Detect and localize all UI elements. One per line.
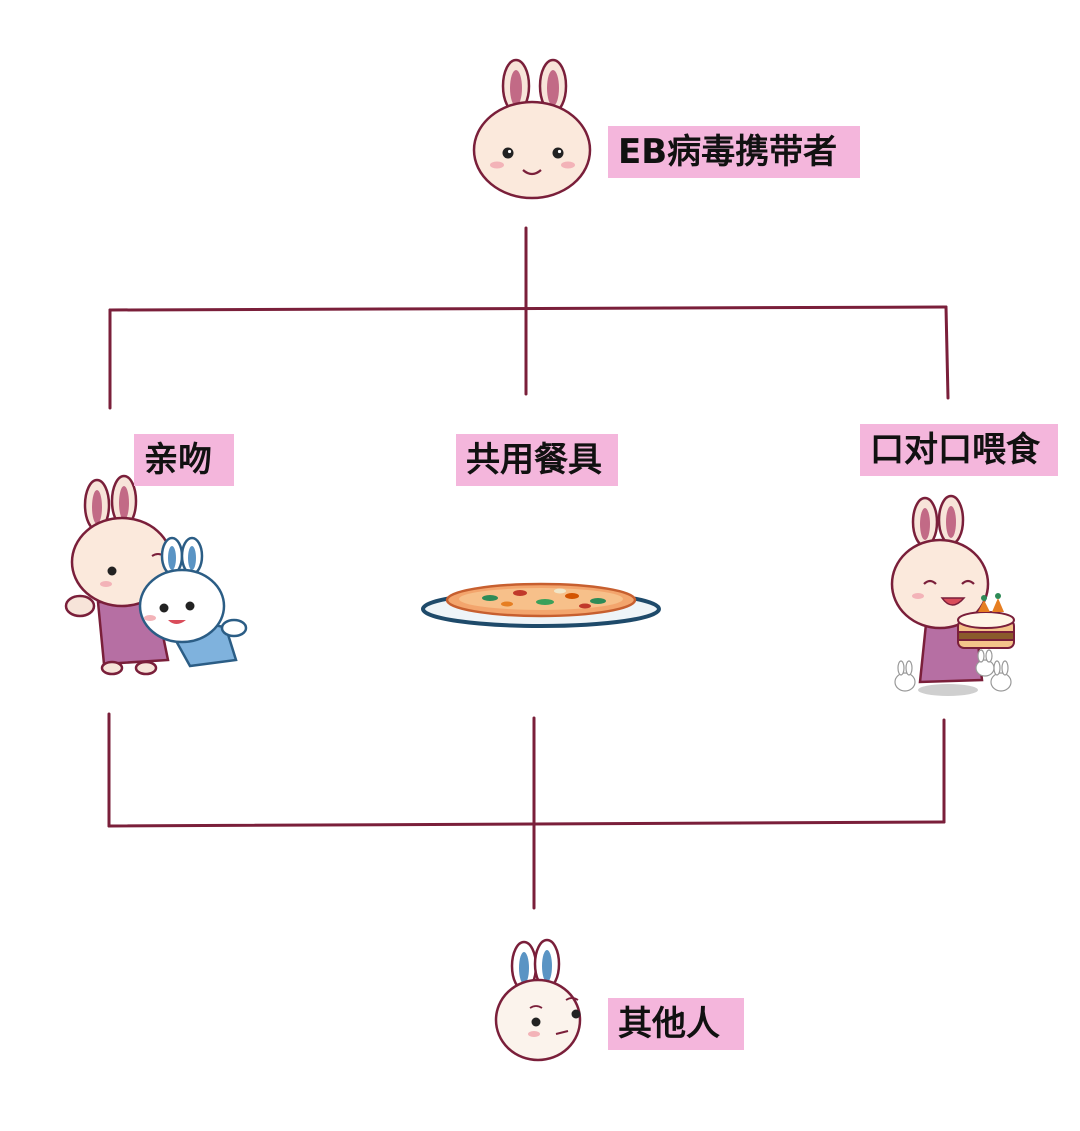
others-label: 其他人 bbox=[608, 998, 744, 1050]
top-branch-line bbox=[108, 305, 948, 312]
mouth-to-mouth-feeding-label: 口对口喂食 bbox=[860, 424, 1058, 476]
carrier-label: EB病毒携带者 bbox=[608, 126, 860, 178]
kiss-label: 亲吻 bbox=[134, 434, 234, 486]
shared-tableware-label: 共用餐具 bbox=[456, 434, 618, 486]
right-top-drop bbox=[944, 305, 950, 400]
bottom-branch-line bbox=[107, 820, 946, 828]
